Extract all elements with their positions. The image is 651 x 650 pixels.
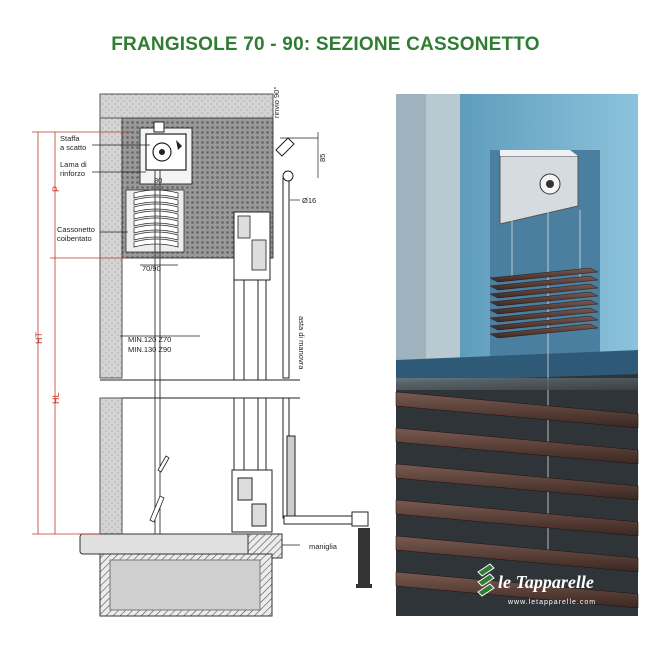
brand-logo: le Tapparelle www.letapparelle.com — [477, 563, 596, 606]
label-HL: HL — [51, 392, 61, 404]
render-packed-louvers — [489, 267, 599, 339]
label-staffa-2: a scatto — [60, 143, 86, 152]
label-min-z70: MIN.120 Z70 — [128, 335, 171, 344]
crank-handle — [283, 511, 372, 588]
window-sill — [79, 533, 283, 617]
label-staffa-1: Staffa — [60, 134, 80, 143]
brand-url: www.letapparelle.com — [507, 599, 596, 606]
wall-lintel — [99, 93, 274, 379]
label-cassonetto-2: coibentato — [57, 234, 92, 243]
render-glass — [396, 378, 638, 390]
window-frame-lower — [231, 398, 273, 533]
label-dim-16: Ø16 — [302, 196, 316, 205]
packed-louvers — [133, 189, 179, 248]
dimension-lines — [32, 131, 132, 535]
leader-lines — [92, 132, 319, 546]
label-HT: HT — [34, 332, 44, 344]
manoeuvre-rod — [275, 137, 296, 519]
label-P: P — [51, 186, 61, 192]
break-line — [100, 379, 300, 399]
window-frame-upper — [233, 211, 271, 380]
label-maniglia: maniglia — [309, 542, 338, 551]
bottom-louver — [149, 455, 170, 523]
label-rinvio: rinvio 90° — [272, 87, 281, 118]
label-lama-2: rinforzo — [60, 169, 85, 178]
label-lama-1: Lama di — [60, 160, 87, 169]
brand-name: le Tapparelle — [498, 572, 594, 592]
label-cassonetto-1: Cassonetto — [57, 225, 95, 234]
label-dim-70-90: 70/90 — [142, 264, 161, 273]
page-title: FRANGISOLE 70 - 90: SEZIONE CASSONETTO — [111, 34, 540, 55]
render-window-louvers — [395, 391, 639, 609]
label-asta: asta di manovra — [297, 316, 306, 370]
render-3d — [396, 94, 638, 616]
label-dim-85: 85 — [318, 154, 327, 162]
bracket-motor — [145, 121, 187, 171]
label-dim-80: 80 — [154, 176, 162, 185]
wall-lower — [99, 397, 123, 535]
guide-cables — [154, 170, 161, 540]
label-min-z90: MIN.130 Z90 — [128, 345, 171, 354]
